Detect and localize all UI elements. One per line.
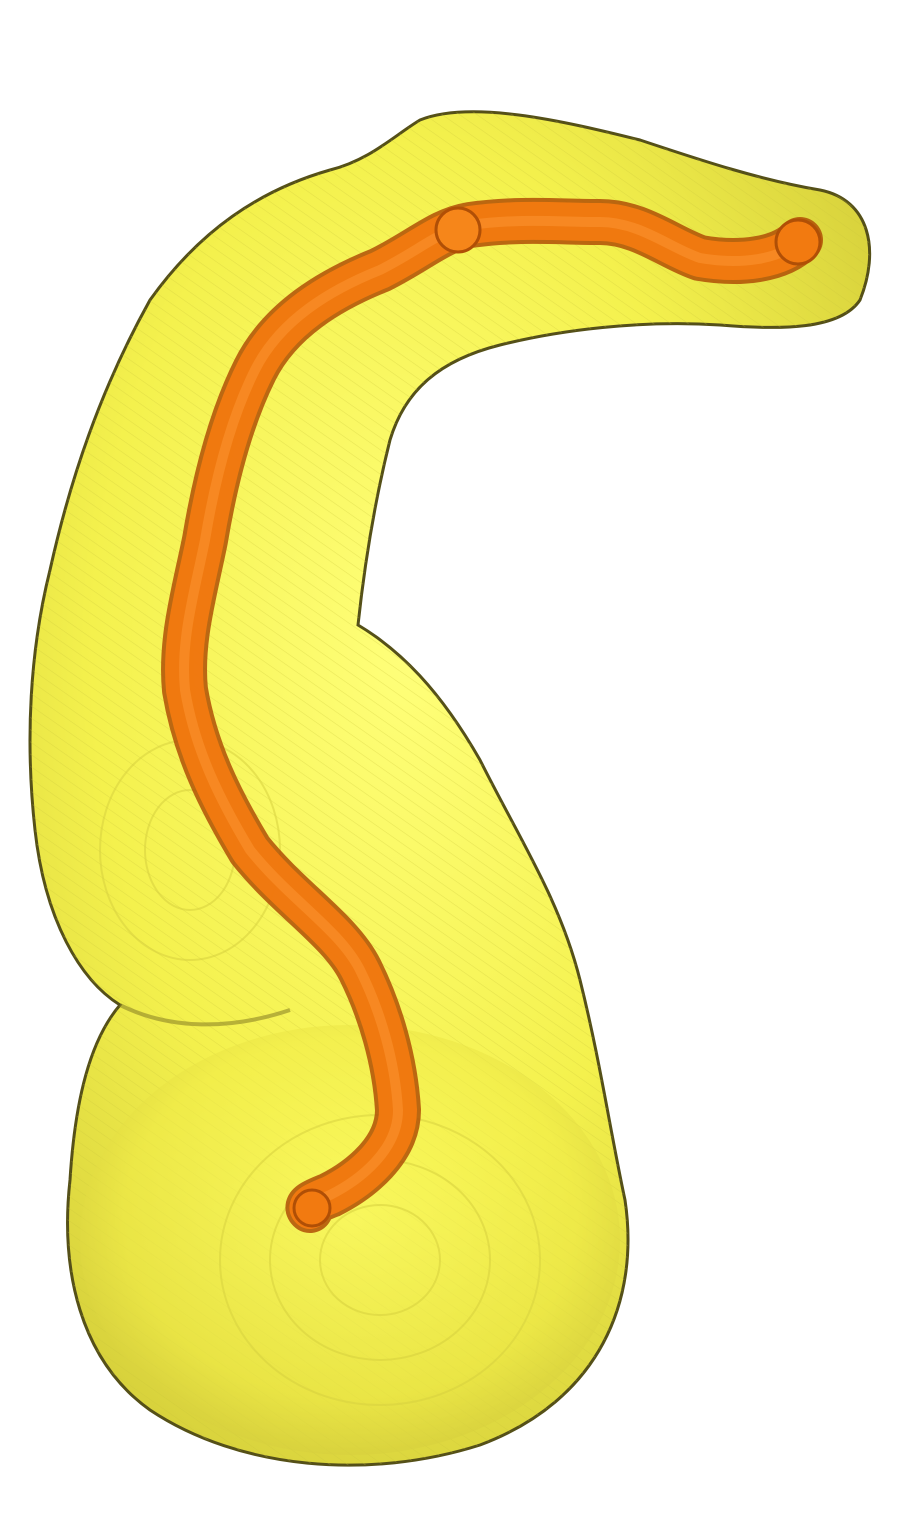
yellow-surface	[28, 110, 872, 1467]
orange-centerline	[161, 197, 823, 1233]
